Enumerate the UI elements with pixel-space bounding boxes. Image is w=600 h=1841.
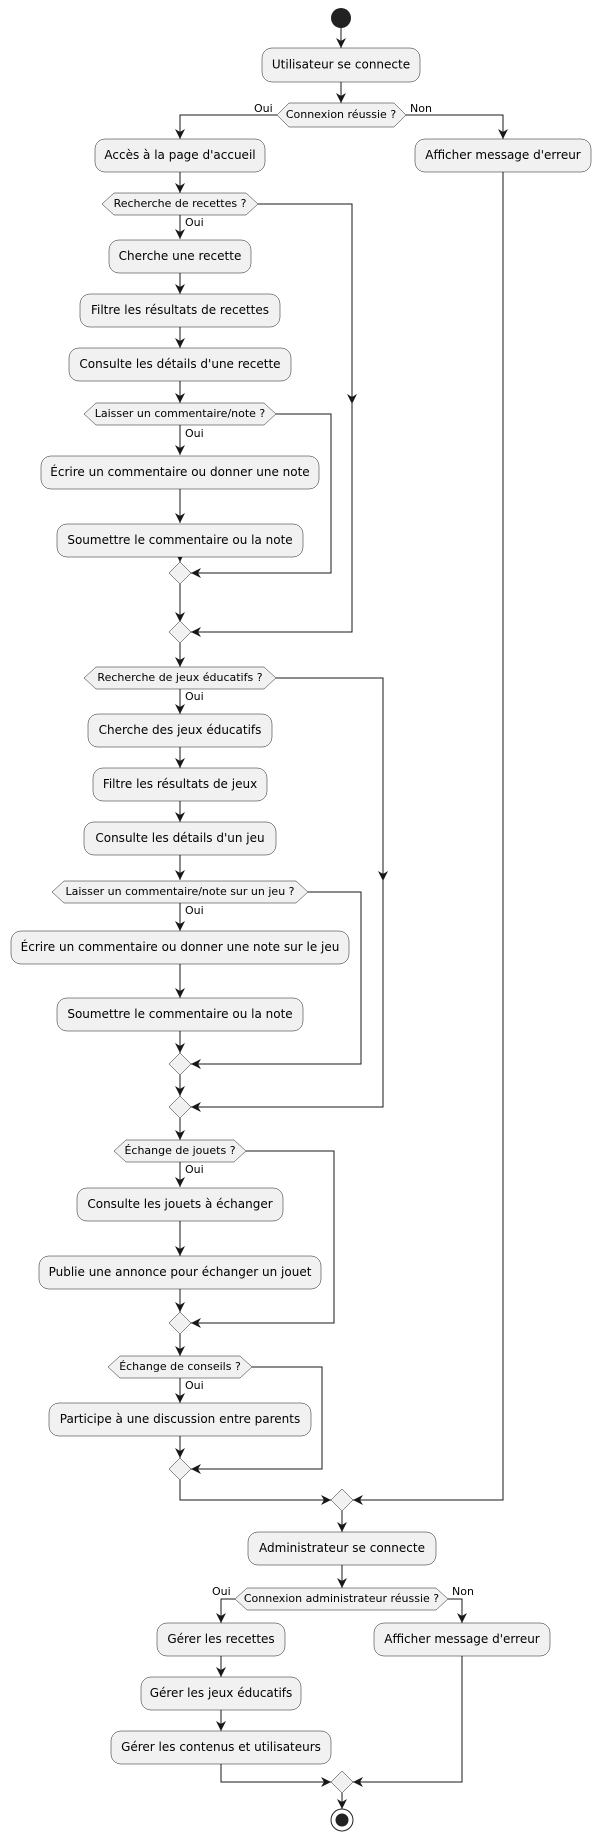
decision-login-success: Connexion réussie ? bbox=[276, 102, 407, 128]
svg-text:Consulte les jouets à échanger: Consulte les jouets à échanger bbox=[87, 1197, 272, 1211]
svg-text:Soumettre le commentaire ou la: Soumettre le commentaire ou la note bbox=[67, 533, 292, 547]
activity-login-error: Afficher message d'erreur bbox=[414, 138, 592, 173]
activity-user-connects: Utilisateur se connecte bbox=[261, 47, 421, 83]
svg-text:Connexion administrateur réuss: Connexion administrateur réussie ? bbox=[244, 1592, 439, 1605]
svg-text:Administrateur se connecte: Administrateur se connecte bbox=[259, 1541, 425, 1555]
activity-filter-games: Filtre les résultats de jeux bbox=[92, 767, 268, 802]
activity-filter-recipes: Filtre les résultats de recettes bbox=[79, 293, 281, 328]
activity-manage-games: Gérer les jeux éducatifs bbox=[140, 1676, 302, 1711]
decision-recipe-search: Recherche de recettes ? bbox=[101, 192, 259, 216]
svg-text:Recherche de jeux éducatifs ?: Recherche de jeux éducatifs ? bbox=[97, 671, 262, 684]
svg-text:Échange de jouets ?: Échange de jouets ? bbox=[124, 1144, 235, 1157]
login-yes-label: Oui bbox=[254, 102, 273, 115]
svg-text:Connexion réussie ?: Connexion réussie ? bbox=[286, 108, 396, 121]
merge-advice bbox=[168, 1457, 192, 1481]
end-node bbox=[330, 1808, 354, 1832]
activity-submit-recipe-comment: Soumettre le commentaire ou la note bbox=[56, 523, 304, 558]
decision-toy-exchange: Échange de jouets ? bbox=[113, 1139, 247, 1163]
merge-user-flow bbox=[330, 1488, 354, 1512]
svg-text:Écrire un commentaire ou donne: Écrire un commentaire ou donner une note… bbox=[21, 939, 340, 954]
merge-admin bbox=[330, 1770, 354, 1794]
svg-text:Utilisateur se connecte: Utilisateur se connecte bbox=[272, 58, 410, 72]
start-node bbox=[331, 8, 351, 28]
activity-parent-discussion: Participe à une discussion entre parents bbox=[48, 1402, 312, 1437]
activity-admin-login-error: Afficher message d'erreur bbox=[373, 1622, 551, 1657]
activity-home: Accès à la page d'accueil bbox=[94, 138, 266, 173]
activity-manage-content: Gérer les contenus et utilisateurs bbox=[110, 1730, 332, 1765]
svg-text:Afficher message d'erreur: Afficher message d'erreur bbox=[425, 148, 581, 162]
decision-advice-exchange: Échange de conseils ? bbox=[107, 1355, 253, 1379]
svg-text:Publie une annonce pour échang: Publie une annonce pour échanger un joue… bbox=[49, 1265, 312, 1279]
svg-text:Afficher message d'erreur: Afficher message d'erreur bbox=[384, 1632, 540, 1646]
activity-admin-connects: Administrateur se connecte bbox=[247, 1531, 437, 1566]
decision-recipe-comment: Laisser un commentaire/note ? bbox=[83, 402, 277, 426]
admin-no-label: Non bbox=[452, 1585, 474, 1598]
decision-admin-login: Connexion administrateur réussie ? bbox=[234, 1587, 449, 1611]
merge-games-search bbox=[168, 1095, 192, 1119]
recipe-yes-label: Oui bbox=[185, 216, 204, 229]
decision-game-comment: Laisser un commentaire/note sur un jeu ? bbox=[51, 880, 309, 904]
decision-games-search: Recherche de jeux éducatifs ? bbox=[83, 666, 277, 690]
toys-yes-label: Oui bbox=[185, 1163, 204, 1176]
svg-text:Écrire un commentaire ou donne: Écrire un commentaire ou donner une note bbox=[50, 464, 309, 479]
merge-recipe-search bbox=[168, 620, 192, 644]
activity-search-games: Cherche des jeux éducatifs bbox=[87, 713, 273, 748]
svg-text:Filtre les résultats de jeux: Filtre les résultats de jeux bbox=[103, 777, 257, 791]
merge-toys bbox=[168, 1311, 192, 1335]
edges bbox=[175, 28, 508, 1809]
merge-recipe-comment bbox=[168, 561, 192, 585]
activity-submit-game-comment: Soumettre le commentaire ou la note bbox=[56, 997, 304, 1032]
svg-text:Gérer les contenus et utilisat: Gérer les contenus et utilisateurs bbox=[121, 1740, 321, 1754]
svg-text:Participe à une discussion ent: Participe à une discussion entre parents bbox=[60, 1412, 301, 1426]
login-no-label: Non bbox=[410, 102, 432, 115]
activity-manage-recipes: Gérer les recettes bbox=[156, 1622, 286, 1657]
svg-text:Consulte les détails d'une rec: Consulte les détails d'une recette bbox=[79, 357, 280, 371]
svg-text:Gérer les jeux éducatifs: Gérer les jeux éducatifs bbox=[150, 1686, 293, 1700]
activity-publish-toy-ad: Publie une annonce pour échanger un joue… bbox=[38, 1255, 322, 1290]
svg-text:Filtre les résultats de recett: Filtre les résultats de recettes bbox=[91, 303, 269, 317]
svg-text:Laisser un commentaire/note su: Laisser un commentaire/note sur un jeu ? bbox=[66, 885, 295, 898]
activity-game-details: Consulte les détails d'un jeu bbox=[83, 821, 277, 856]
svg-text:Accès à la page d'accueil: Accès à la page d'accueil bbox=[104, 148, 255, 162]
activity-browse-toys: Consulte les jouets à échanger bbox=[76, 1187, 284, 1222]
activity-write-game-comment: Écrire un commentaire ou donner une note… bbox=[10, 930, 350, 965]
recipe-comment-yes-label: Oui bbox=[185, 427, 204, 440]
activity-recipe-details: Consulte les détails d'une recette bbox=[68, 347, 292, 382]
svg-text:Recherche de recettes ?: Recherche de recettes ? bbox=[114, 197, 247, 210]
activity-write-recipe-comment: Écrire un commentaire ou donner une note bbox=[40, 455, 320, 490]
svg-text:Échange de conseils ?: Échange de conseils ? bbox=[119, 1360, 241, 1373]
svg-text:Cherche une recette: Cherche une recette bbox=[119, 249, 242, 263]
svg-text:Soumettre le commentaire ou la: Soumettre le commentaire ou la note bbox=[67, 1007, 292, 1021]
svg-text:Cherche des jeux éducatifs: Cherche des jeux éducatifs bbox=[99, 723, 262, 737]
svg-text:Gérer les recettes: Gérer les recettes bbox=[167, 1632, 274, 1646]
activity-search-recipe: Cherche une recette bbox=[108, 239, 252, 274]
merge-game-comment bbox=[168, 1052, 192, 1076]
game-comment-yes-label: Oui bbox=[185, 904, 204, 917]
svg-text:Laisser un commentaire/note ?: Laisser un commentaire/note ? bbox=[95, 407, 266, 420]
admin-yes-label: Oui bbox=[212, 1585, 231, 1598]
svg-text:Consulte les détails d'un jeu: Consulte les détails d'un jeu bbox=[95, 831, 264, 845]
advice-yes-label: Oui bbox=[185, 1379, 204, 1392]
games-yes-label: Oui bbox=[185, 690, 204, 703]
